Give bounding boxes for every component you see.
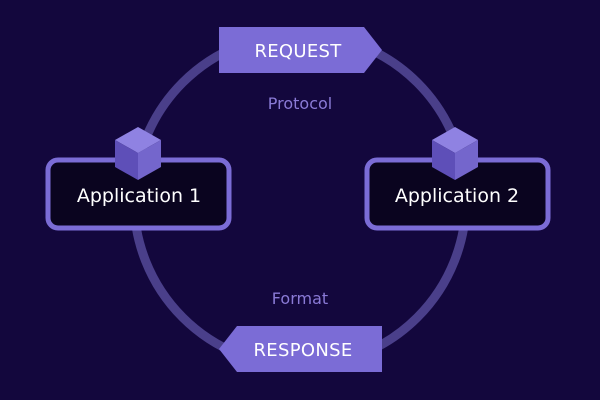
application-2-label: Application 2 bbox=[395, 185, 519, 207]
response-label: RESPONSE bbox=[254, 340, 353, 361]
cube-icon bbox=[115, 127, 161, 180]
format-label: Format bbox=[272, 289, 328, 308]
response-tag-shape bbox=[219, 326, 382, 372]
request-label: REQUEST bbox=[254, 41, 342, 62]
protocol-label: Protocol bbox=[268, 94, 332, 113]
cube-icon bbox=[432, 127, 478, 180]
response-tag: RESPONSE bbox=[219, 326, 382, 372]
application-1-label: Application 1 bbox=[77, 185, 201, 207]
request-tag-shape bbox=[219, 27, 382, 73]
request-tag: REQUEST bbox=[219, 27, 382, 73]
